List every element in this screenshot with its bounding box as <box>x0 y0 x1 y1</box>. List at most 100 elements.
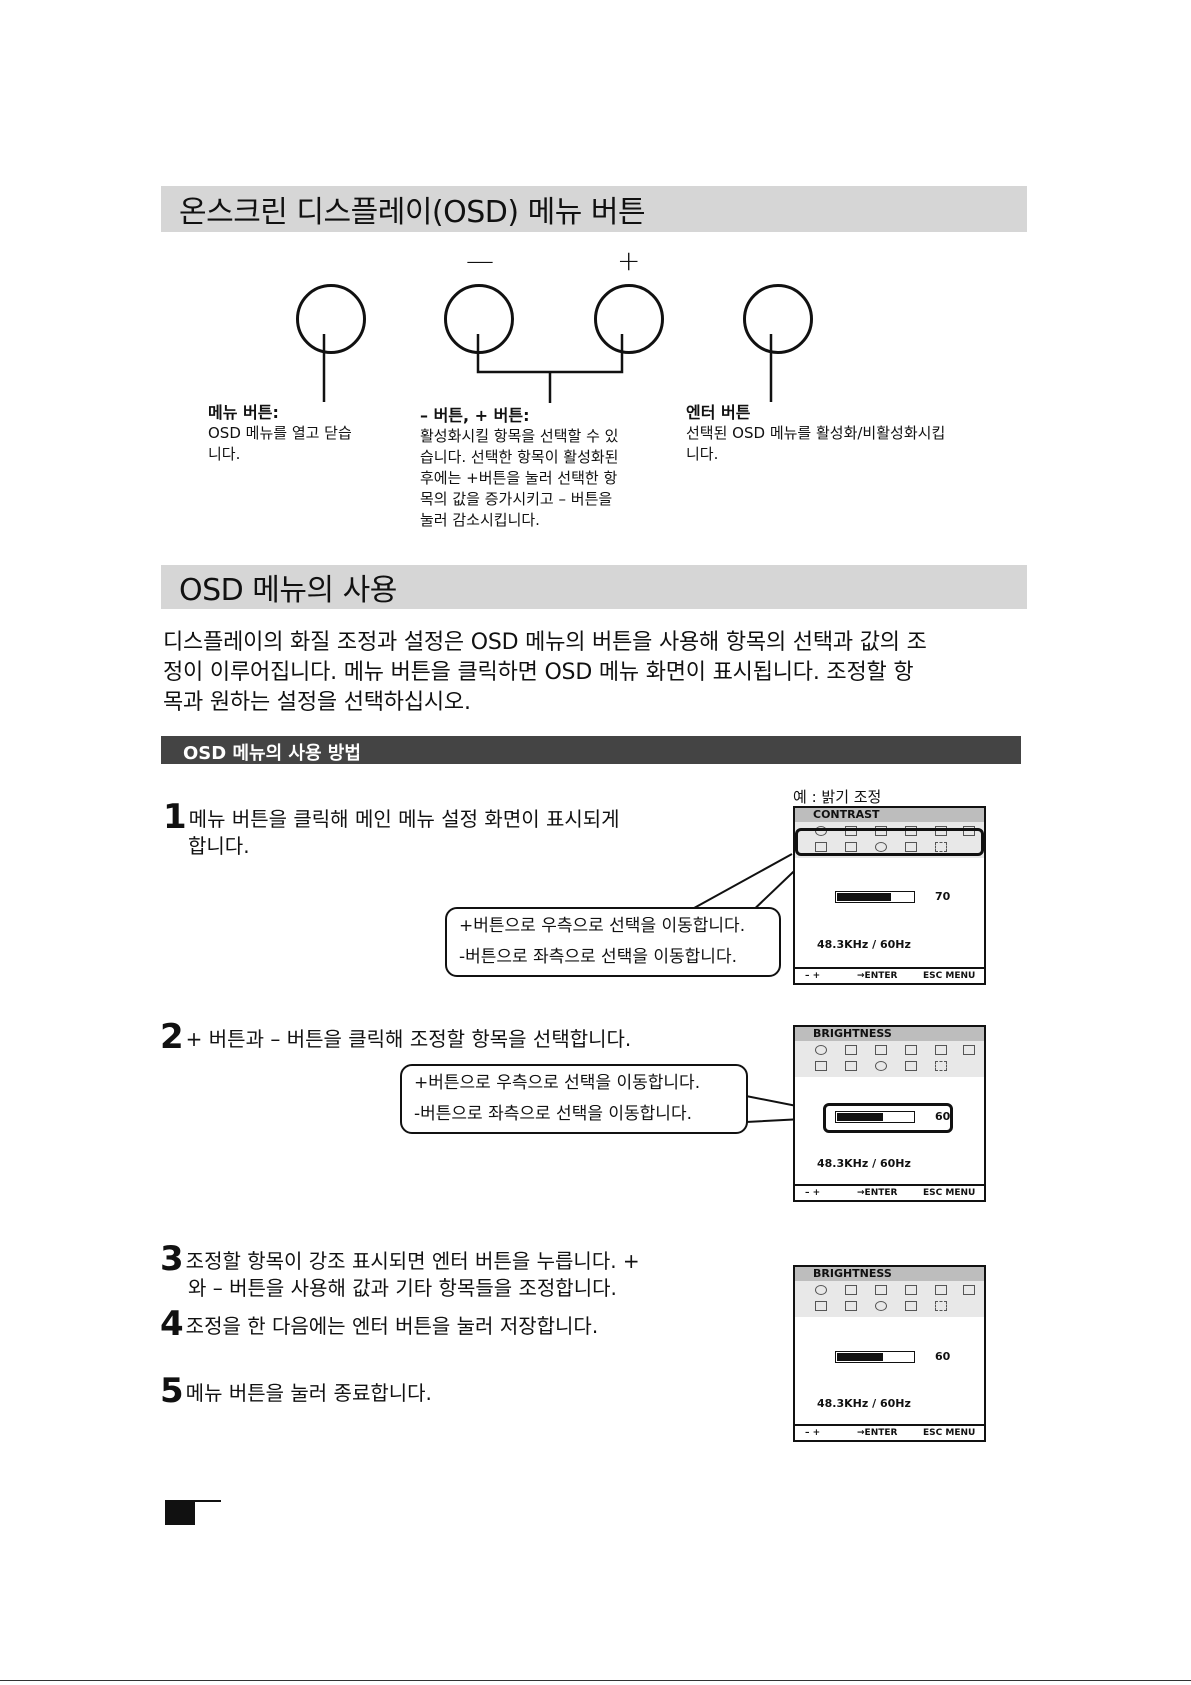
step-text: 메뉴 버튼을 클릭해 메인 메뉴 설정 화면이 표시되게 <box>188 807 620 831</box>
caption-line: 습니다. 선택한 항목이 활성화된 <box>420 448 619 466</box>
caption-plus-minus-button: – 버튼, + 버튼: 활성화시킬 항목을 선택할 수 있 습니다. 선택한 항… <box>420 405 618 531</box>
step-number: 4 <box>160 1304 184 1344</box>
position-icon <box>875 826 887 836</box>
osd-foot-mid: →ENTER <box>857 971 898 981</box>
menu-button-circle <box>296 284 366 354</box>
intro-line: 목과 원하는 설정을 선택하십시오. <box>163 690 471 715</box>
intro-line: 정이 이루어집니다. 메뉴 버튼을 클릭하면 OSD 메뉴 화면이 표시됩니다.… <box>163 660 914 685</box>
section-title: 온스크린 디스플레이(OSD) 메뉴 버튼 <box>179 195 646 230</box>
osd-screen-contrast: CONTRAST 70 48.3KHz / 60Hz – + →ENTER ES… <box>793 806 986 985</box>
osd-title: CONTRAST <box>795 808 984 822</box>
caption-line: 활성화시킬 항목을 선택할 수 있 <box>420 427 619 445</box>
image-icon <box>815 1061 827 1071</box>
caption-line: 니다. <box>208 445 241 463</box>
gauge-fill <box>837 1113 883 1121</box>
intro-paragraph: 디스플레이의 화질 조정과 설정은 OSD 메뉴의 버튼을 사용해 항목의 선택… <box>163 628 927 718</box>
osd-frequency: 48.3KHz / 60Hz <box>817 938 911 951</box>
contrast-icon <box>815 1045 827 1055</box>
osd-foot-left: – + <box>805 1188 821 1198</box>
bottom-rule <box>0 1680 1191 1681</box>
brightness-icon <box>845 826 857 836</box>
plus-sign: + <box>617 244 641 277</box>
step-text: 조정할 항목이 강조 표시되면 엔터 버튼을 누릅니다. + <box>185 1249 640 1273</box>
settings-icon <box>905 1301 917 1311</box>
brightness-icon <box>845 1045 857 1055</box>
note-step-1: +버튼으로 우측으로 선택을 이동합니다. -버튼으로 좌측으로 선택을 이동합… <box>445 907 781 977</box>
note-line: +버튼으로 우측으로 선택을 이동합니다. <box>459 916 746 936</box>
step-number: 2 <box>160 1017 184 1057</box>
step-number: 1 <box>163 797 187 837</box>
icon-row-highlight <box>795 828 984 856</box>
osd-value: 60 <box>935 1350 951 1363</box>
step-text: 합니다. <box>188 834 250 858</box>
exit-icon <box>935 1061 947 1071</box>
settings-icon <box>905 1061 917 1071</box>
osd-footer: – + →ENTER ESC MENU <box>795 1184 984 1200</box>
image-icon <box>815 842 827 852</box>
gauge-fill <box>837 1353 883 1361</box>
osd-gauge <box>835 1111 915 1123</box>
image-icon <box>815 1301 827 1311</box>
grid-icon <box>845 842 857 852</box>
caption-menu-button: 메뉴 버튼: OSD 메뉴를 열고 닫습 니다. <box>208 402 352 465</box>
osd-screen-brightness-adjust: BRIGHTNESS 60 48.3KHz / 60Hz – + →ENTER … <box>793 1265 986 1442</box>
osd-value: 70 <box>935 890 951 903</box>
osd-icon-row <box>795 1281 984 1317</box>
osd-title: BRIGHTNESS <box>795 1027 984 1041</box>
step-2: 2+ 버튼과 – 버튼을 클릭해 조정할 항목을 선택합니다. <box>160 1020 632 1054</box>
step-number: 5 <box>160 1371 184 1411</box>
osd-icon-row <box>795 1041 984 1077</box>
note-line: -버튼으로 좌측으로 선택을 이동합니다. <box>414 1104 692 1124</box>
section-header-osd-buttons: 온스크린 디스플레이(OSD) 메뉴 버튼 <box>161 186 1027 232</box>
grid-icon <box>845 1301 857 1311</box>
osd-foot-right: ESC MENU <box>923 1428 976 1438</box>
subsection-header: OSD 메뉴의 사용 방법 <box>161 736 1021 764</box>
step-text: 조정을 한 다음에는 엔터 버튼을 눌러 저장합니다. <box>185 1314 599 1338</box>
caption-line: OSD 메뉴를 열고 닫습 <box>208 424 352 442</box>
grid-icon <box>845 1061 857 1071</box>
plus-button-circle <box>594 284 664 354</box>
caption-enter-button: 엔터 버튼 선택된 OSD 메뉴를 활성화/비활성화시킵 니다. <box>686 402 945 465</box>
display-icon <box>935 826 947 836</box>
osd-value: 60 <box>935 1110 951 1123</box>
section-header-osd-usage: OSD 메뉴의 사용 <box>161 565 1027 609</box>
step-number: 3 <box>160 1239 184 1279</box>
caption-line: 눌러 감소시킵니다. <box>420 511 540 529</box>
recall-icon <box>875 1301 887 1311</box>
window-icon <box>963 1045 975 1055</box>
caption-line: 니다. <box>686 445 719 463</box>
osd-screen-brightness-select: BRIGHTNESS 60 48.3KHz / 60Hz – + →ENTER … <box>793 1025 986 1202</box>
minus-sign: — <box>466 244 494 277</box>
page-marker-box <box>165 1501 195 1525</box>
size-icon <box>905 1285 917 1295</box>
note-step-2: +버튼으로 우측으로 선택을 이동합니다. -버튼으로 좌측으로 선택을 이동합… <box>400 1064 748 1134</box>
note-line: +버튼으로 우측으로 선택을 이동합니다. <box>414 1073 701 1093</box>
section-title: OSD 메뉴의 사용 <box>179 573 397 608</box>
step-text: 와 – 버튼을 사용해 값과 기타 항목들을 조정합니다. <box>188 1276 617 1300</box>
osd-frequency: 48.3KHz / 60Hz <box>817 1157 911 1170</box>
caption-line: 목의 값을 증가시키고 – 버튼을 <box>420 490 613 508</box>
osd-foot-mid: →ENTER <box>857 1428 898 1438</box>
caption-head: 엔터 버튼 <box>686 403 751 422</box>
gauge-highlight <box>823 1103 953 1133</box>
display-icon <box>935 1285 947 1295</box>
step-text: + 버튼과 – 버튼을 클릭해 조정할 항목을 선택합니다. <box>185 1027 632 1051</box>
intro-line: 디스플레이의 화질 조정과 설정은 OSD 메뉴의 버튼을 사용해 항목의 선택… <box>163 630 927 655</box>
settings-icon <box>905 842 917 852</box>
caption-head: 메뉴 버튼: <box>208 403 279 422</box>
osd-frequency: 48.3KHz / 60Hz <box>817 1397 911 1410</box>
osd-footer: – + →ENTER ESC MENU <box>795 967 984 983</box>
exit-icon <box>935 1301 947 1311</box>
osd-gauge <box>835 1351 915 1363</box>
subsection-title: OSD 메뉴의 사용 방법 <box>183 743 361 764</box>
enter-button-circle <box>743 284 813 354</box>
size-icon <box>905 1045 917 1055</box>
position-icon <box>875 1045 887 1055</box>
osd-foot-right: ESC MENU <box>923 971 976 981</box>
caption-head: – 버튼, + 버튼: <box>420 406 530 425</box>
caption-line: 선택된 OSD 메뉴를 활성화/비활성화시킵 <box>686 424 946 442</box>
note-line: -버튼으로 좌측으로 선택을 이동합니다. <box>459 947 737 967</box>
